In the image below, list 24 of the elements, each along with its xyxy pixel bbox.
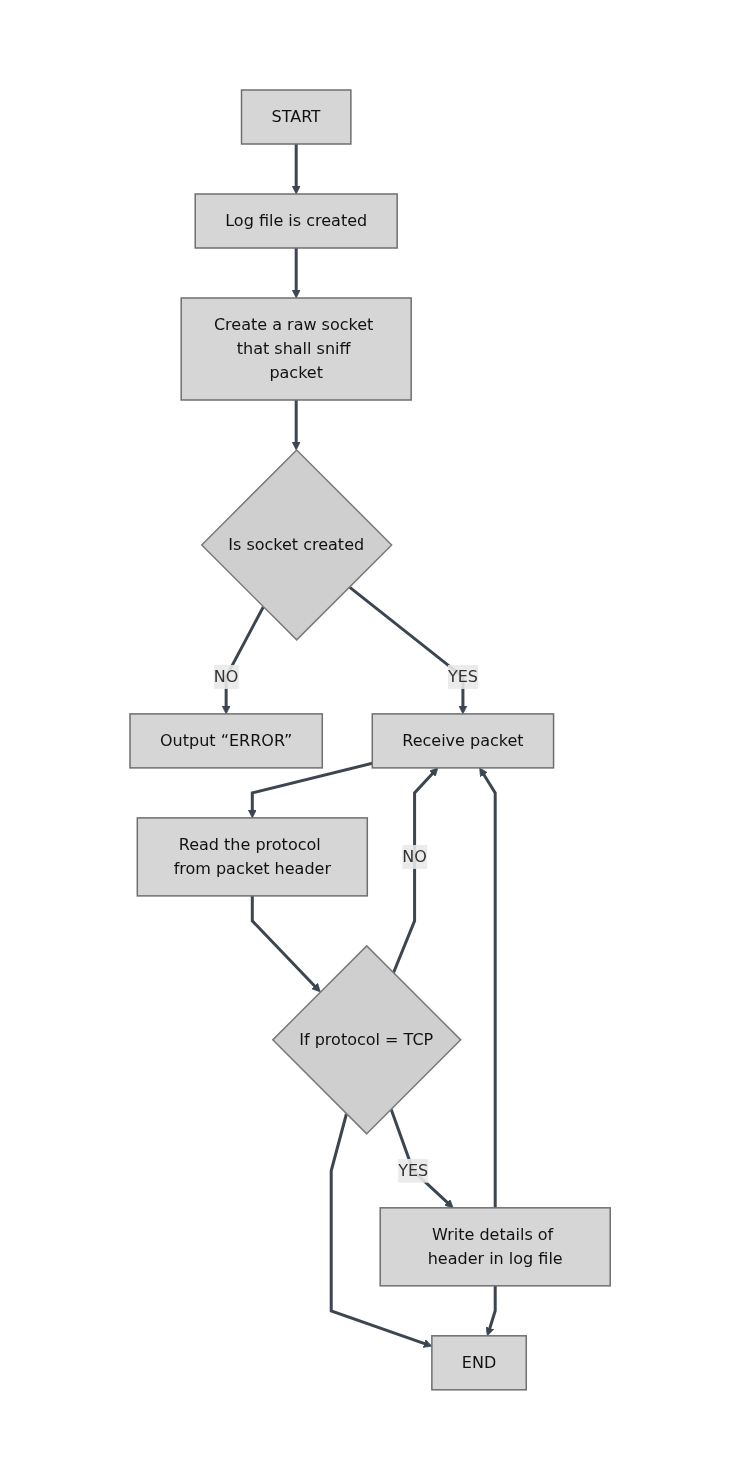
arrow xyxy=(292,247,301,298)
edge-label: YES xyxy=(398,1160,429,1180)
arrow xyxy=(479,767,498,1208)
arrow xyxy=(392,767,439,974)
edge-label: NO xyxy=(214,666,239,686)
node-box: Log file is created xyxy=(194,192,399,249)
node-diamond: If protocol = TCP xyxy=(272,944,463,1135)
node-box: Read the protocol from packet header xyxy=(136,816,369,897)
node-box: Create a raw socket that shall sniff packet xyxy=(180,296,413,401)
arrow xyxy=(330,1113,433,1348)
arrow xyxy=(248,761,374,818)
node-box: START xyxy=(241,88,352,145)
arrow xyxy=(390,1108,454,1208)
node-box: Write details of header in log file xyxy=(379,1206,612,1287)
node-box: Output “ERROR” xyxy=(129,712,324,769)
edge-label: NO xyxy=(402,846,428,866)
node-box: Receive packet xyxy=(371,712,555,769)
arrow xyxy=(251,895,322,992)
edge-label: YES xyxy=(448,666,479,686)
node-diamond: Is socket created xyxy=(201,448,394,641)
arrow xyxy=(486,1285,498,1336)
arrow xyxy=(292,399,301,450)
node-box: END xyxy=(431,1334,528,1391)
arrow xyxy=(292,143,301,194)
